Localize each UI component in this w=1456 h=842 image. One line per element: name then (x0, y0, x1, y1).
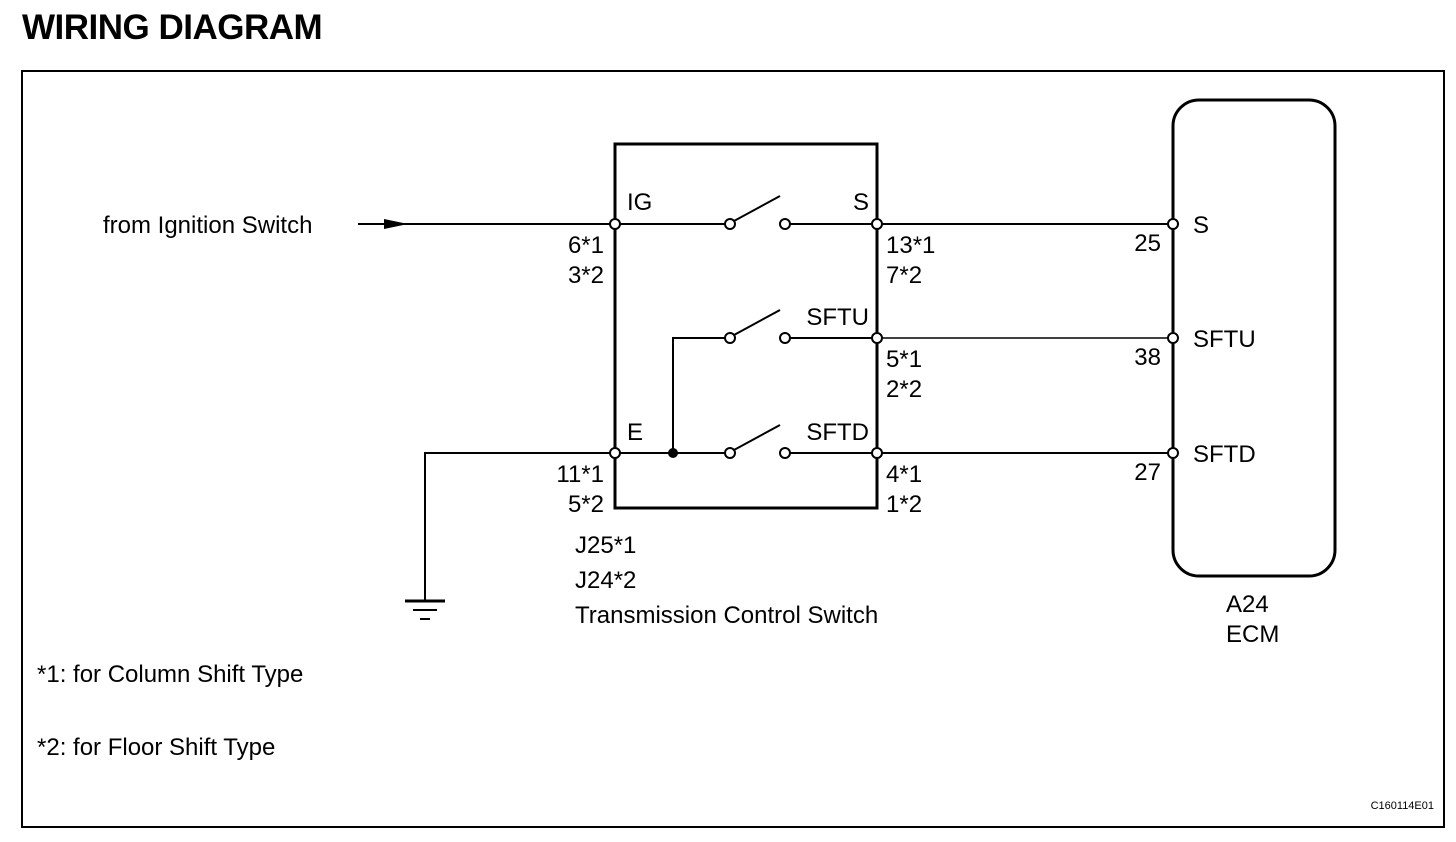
ecm-pin-s: S (1193, 212, 1209, 239)
diagram-frame (21, 70, 1445, 828)
ecm-pin-sftd: SFTD (1193, 441, 1256, 468)
pin-label-sftd: SFTD (806, 419, 869, 446)
s-terminal-floor: 7*2 (886, 262, 922, 289)
note-floor-shift: *2: for Floor Shift Type (37, 734, 275, 761)
transmission-control-switch-box (613, 142, 879, 510)
page-title: WIRING DIAGRAM (22, 8, 323, 47)
pin-label-e: E (627, 419, 643, 446)
figure-reference: C160114E01 (1371, 800, 1434, 812)
ground-wire (424, 452, 615, 600)
switch-connector-floor: J24*2 (575, 567, 636, 594)
switch-contact-sftu (724, 309, 791, 344)
ecm-terminal-sftd: 27 (1134, 459, 1161, 486)
e-terminal-floor: 5*2 (568, 491, 604, 518)
ignition-input-arrow (358, 219, 615, 229)
pin-label-s: S (853, 189, 869, 216)
sftu-terminal-col: 5*1 (886, 346, 922, 373)
switch-name: Transmission Control Switch (575, 602, 878, 629)
sftd-terminal-floor: 1*2 (886, 491, 922, 518)
ecm-terminal-sftu: 38 (1134, 344, 1161, 371)
ig-terminal-floor: 3*2 (568, 262, 604, 289)
ecm-terminal-s: 25 (1134, 230, 1161, 257)
ecm-name: ECM (1226, 621, 1279, 648)
switch-contact-sftd (724, 424, 791, 459)
ground-symbol (405, 599, 445, 620)
junction-dot (668, 448, 678, 458)
ig-terminal-col: 6*1 (568, 232, 604, 259)
sftd-terminal-col: 4*1 (886, 461, 922, 488)
pin-label-sftu: SFTU (806, 304, 869, 331)
switch-connector-col: J25*1 (575, 532, 636, 559)
pin-label-ig: IG (627, 189, 652, 216)
note-column-shift: *1: for Column Shift Type (37, 661, 303, 688)
switch-contact-ig-s (724, 195, 791, 230)
terminal-pins (609, 218, 1179, 459)
s-terminal-col: 13*1 (886, 232, 935, 259)
source-label: from Ignition Switch (103, 212, 312, 239)
ecm-connector: A24 (1226, 591, 1269, 618)
ecm-pin-sftu: SFTU (1193, 326, 1256, 353)
e-terminal-col: 11*1 (556, 461, 604, 488)
sftu-terminal-floor: 2*2 (886, 376, 922, 403)
